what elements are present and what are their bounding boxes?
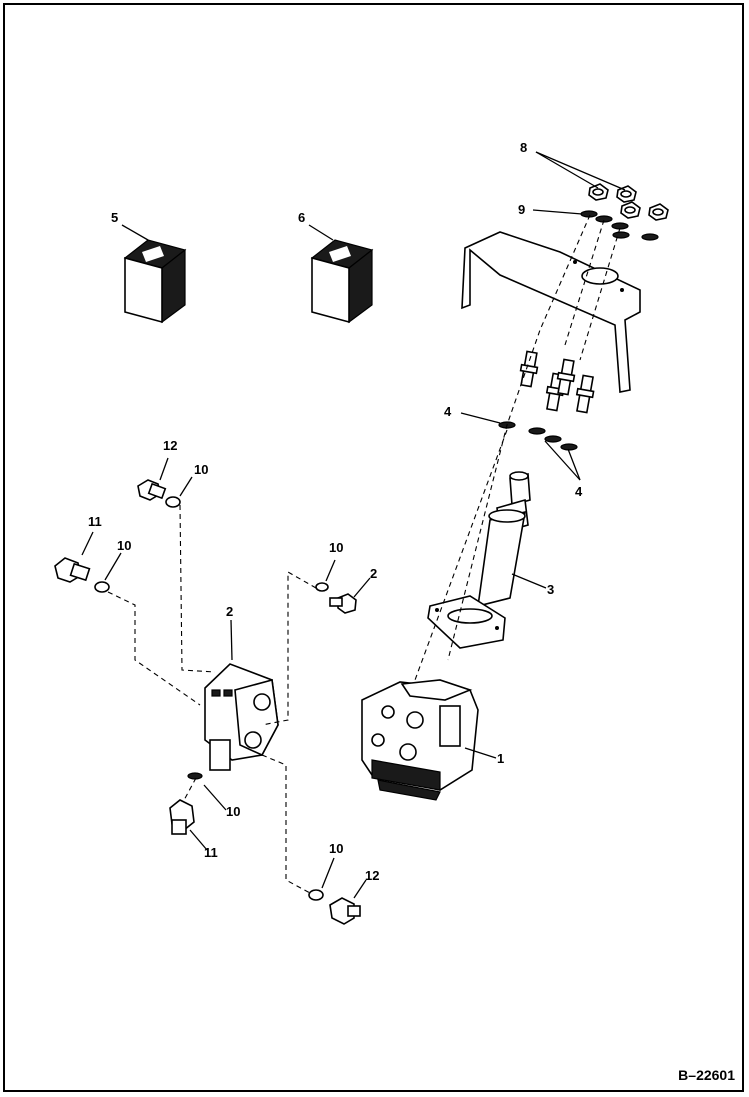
callout-2: 2 xyxy=(226,604,233,619)
mounting-bracket xyxy=(461,231,641,393)
assembly-lines xyxy=(107,214,621,894)
figure-reference: B–22601 xyxy=(678,1067,735,1083)
callout-10-mid: 10 xyxy=(329,540,343,555)
callout-8: 8 xyxy=(520,140,527,155)
steering-column xyxy=(427,471,531,649)
decal-6 xyxy=(310,239,374,324)
nut xyxy=(616,185,637,203)
o-ring xyxy=(165,496,181,508)
o-ring xyxy=(187,772,203,780)
stud xyxy=(575,374,595,414)
callout-10-left: 10 xyxy=(117,538,131,553)
stud xyxy=(519,350,539,388)
callout-3: 3 xyxy=(547,582,554,597)
callout-6: 6 xyxy=(298,210,305,225)
o-ring xyxy=(94,581,110,593)
washer-4-set xyxy=(498,421,578,451)
fitting-11-top xyxy=(54,557,91,583)
priority-valve-block xyxy=(204,663,279,771)
decal-5 xyxy=(123,239,187,324)
o-ring xyxy=(315,582,329,592)
fitting-12-top xyxy=(137,479,167,501)
nut xyxy=(648,203,669,221)
nut xyxy=(620,201,641,219)
callout-1: 1 xyxy=(497,751,504,766)
callout-4-upper: 4 xyxy=(444,404,452,419)
callout-10-bottom: 10 xyxy=(226,804,240,819)
callout-10-lower: 10 xyxy=(329,841,343,856)
washer-set xyxy=(580,210,659,241)
stud xyxy=(556,358,576,396)
leader-lines xyxy=(81,151,626,899)
o-ring xyxy=(308,889,324,901)
callout-5: 5 xyxy=(111,210,118,225)
callout-11-top: 11 xyxy=(88,514,102,529)
callout-10-top: 10 xyxy=(194,462,208,477)
fitting-12-mid xyxy=(329,593,357,614)
fitting-11-bottom xyxy=(169,799,195,835)
callout-2-mid: 2 xyxy=(370,566,377,581)
nut-set xyxy=(588,183,669,221)
drawing-border xyxy=(3,3,744,1092)
callouts: 8 9 5 6 4 4 12 10 11 10 10 2 3 2 1 10 11… xyxy=(88,140,583,883)
callout-12-top: 12 xyxy=(163,438,177,453)
callout-9: 9 xyxy=(518,202,525,217)
callout-4-lower: 4 xyxy=(575,484,583,499)
fitting-12-bottom xyxy=(329,897,361,925)
stud-set xyxy=(519,350,595,414)
steering-control-unit xyxy=(361,679,479,801)
nut xyxy=(588,183,609,201)
callout-12-bottom: 12 xyxy=(365,868,379,883)
callout-11-bottom: 11 xyxy=(204,845,218,860)
